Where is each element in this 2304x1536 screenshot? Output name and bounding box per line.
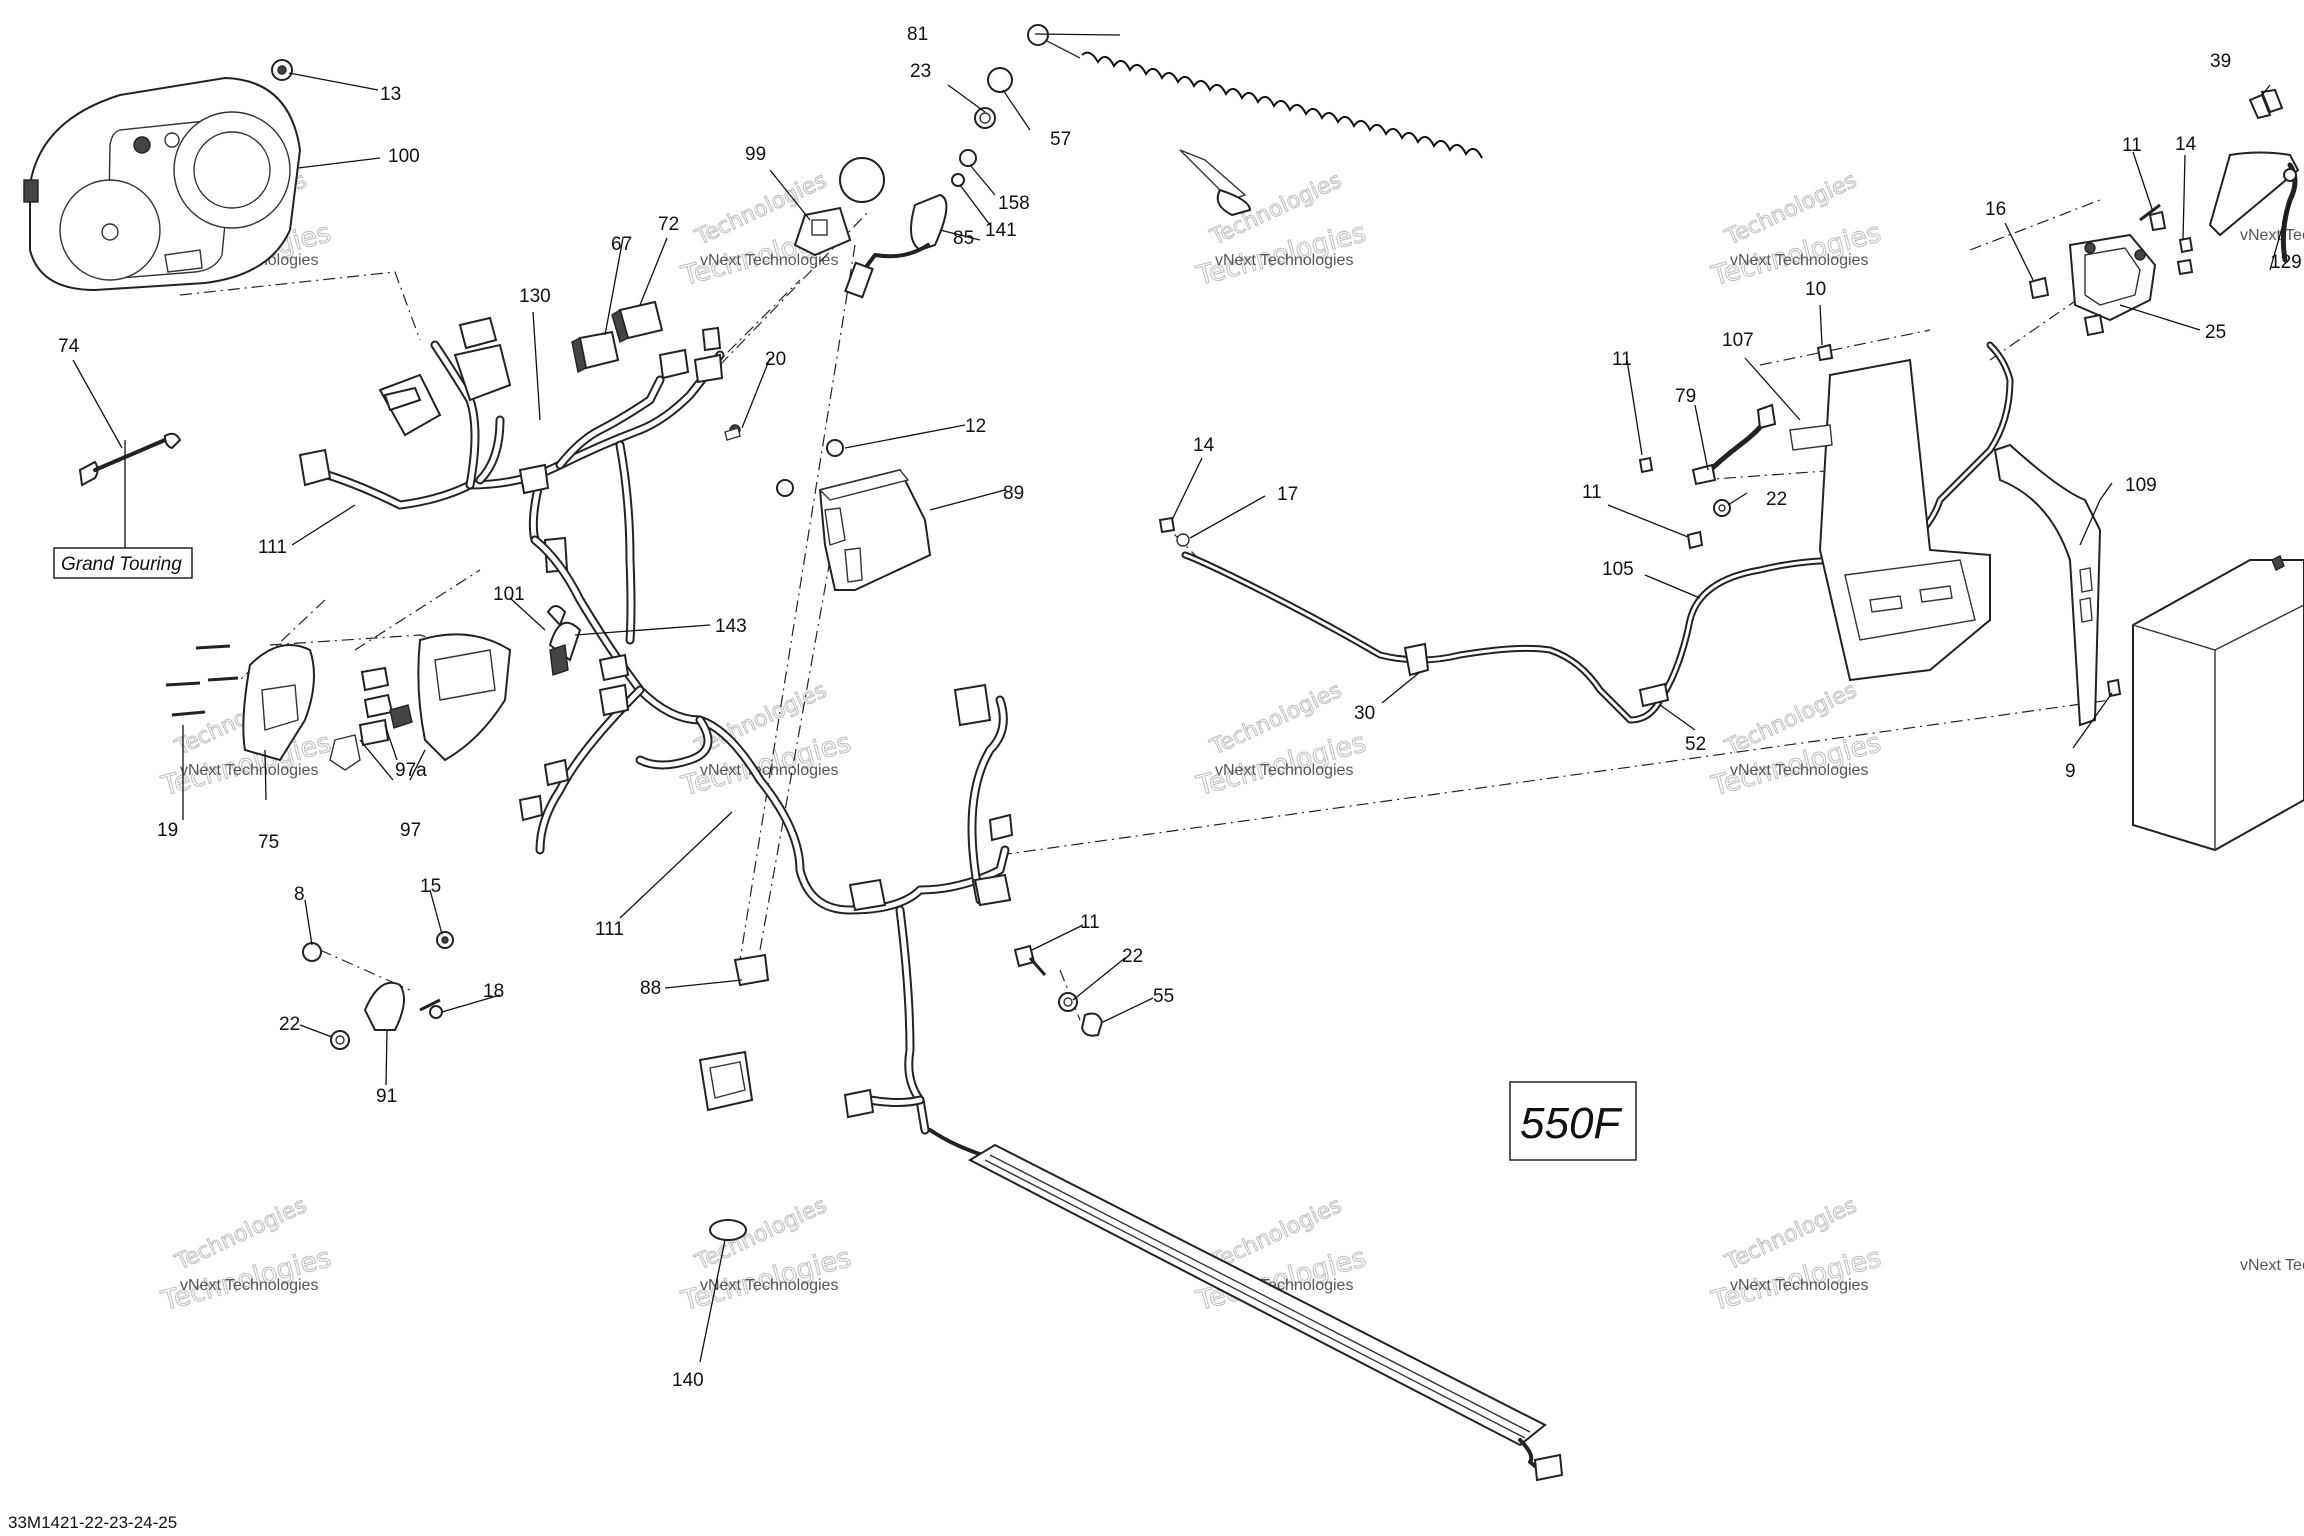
watermark: Technologies Technologies vNext Technolo… (1707, 1193, 1885, 1318)
svg-text:vNext Technologies: vNext Technologies (1730, 1277, 1868, 1294)
callout: 99 (745, 144, 766, 165)
callout: 9 (2065, 761, 2076, 782)
callout: 143 (715, 616, 747, 637)
callouts: 13 100 81 23 57 99 158 141 85 67 72 130 … (58, 24, 2302, 1391)
callout: 12 (965, 416, 986, 437)
callout: 109 (2125, 475, 2157, 496)
callout: 88 (640, 978, 661, 999)
battery-cable (1158, 341, 2014, 724)
callout: 8 (294, 884, 305, 905)
callout: 129 (2270, 252, 2302, 273)
callout: 14 (1193, 435, 1215, 456)
callout: 105 (1602, 559, 1634, 580)
svg-text:vNext Technologies: vNext Technologies (700, 1277, 838, 1294)
watermark: Technologies Technologies vNext Technolo… (1192, 678, 1370, 803)
callout: 11 (1612, 349, 1632, 370)
callout: 111 (258, 537, 287, 558)
callout: 101 (493, 584, 525, 605)
callout: 158 (998, 193, 1030, 214)
callout: 107 (1722, 330, 1754, 351)
relays (571, 300, 741, 441)
watermark: Technologies Technologies vNext Technolo… (1707, 678, 1885, 803)
svg-text:vNext Technologies: vNext Technologies (1215, 252, 1353, 269)
callout: 130 (519, 286, 551, 307)
callout: 52 (1685, 734, 1706, 755)
watermark: Technologies Technologies vNext Technolo… (677, 1193, 855, 1318)
callout: 72 (658, 214, 679, 235)
main-harness-lower (518, 535, 1564, 1482)
callout: 97 (400, 820, 421, 841)
callout: 85 (953, 228, 974, 249)
bracket-109 (1993, 443, 2122, 727)
callout: 39 (2210, 51, 2231, 72)
callout: 11 (1080, 912, 1100, 933)
svg-text:vNext Technologies: vNext Technologies (180, 762, 318, 779)
callout: 22 (279, 1014, 300, 1035)
callout: 16 (1985, 199, 2006, 220)
callout: 11 (2122, 135, 2142, 156)
callout: 141 (985, 220, 1017, 241)
callout: 11 (1582, 482, 1602, 503)
callout: 25 (2205, 322, 2226, 343)
assembly-lines (179, 199, 2121, 1021)
connector-74 (78, 432, 182, 487)
center-fasteners (1013, 944, 1104, 1037)
svg-text:vNext Technologies: vNext Technologies (1730, 252, 1868, 269)
callout: 13 (380, 84, 401, 105)
callout: 10 (1805, 279, 1826, 300)
svg-text:vNext Technologies: vNext Technologies (2240, 227, 2304, 244)
main-harness-upper (298, 316, 725, 645)
svg-text:vNext Technologies: vNext Technologies (2240, 1257, 2304, 1274)
callout: 97a (395, 760, 427, 781)
plug-140 (709, 1219, 747, 1241)
variant-label: Grand Touring (61, 554, 182, 575)
svg-text:vNext Technologies: vNext Technologies (180, 1277, 318, 1294)
model-label: 550F (1520, 1099, 1622, 1148)
instrument-cluster (23, 76, 302, 292)
callout: 140 (672, 1370, 704, 1391)
svg-text:vNext Technologies: vNext Technologies (700, 762, 838, 779)
callout: 75 (258, 832, 279, 853)
callout: 55 (1153, 986, 1174, 1007)
callout: 14 (2175, 134, 2197, 155)
callout: 100 (388, 146, 420, 167)
callout: 89 (1003, 483, 1024, 504)
callout: 81 (907, 24, 928, 45)
svg-text:vNext Technologies: vNext Technologies (1215, 762, 1353, 779)
callout: 17 (1277, 484, 1298, 505)
callout: 18 (483, 981, 504, 1002)
watermark: vNext Technologies (2240, 1257, 2304, 1274)
callout: 67 (611, 234, 632, 255)
safety-lanyard (793, 24, 1483, 299)
callout: 57 (1050, 129, 1071, 150)
nut-13 (271, 59, 293, 81)
callout: 22 (1766, 489, 1787, 510)
callout: 111 (595, 919, 624, 940)
callout: 91 (376, 1086, 397, 1107)
callout: 79 (1675, 386, 1696, 407)
battery (2132, 555, 2304, 852)
watermark: Technologies Technologies vNext Technolo… (157, 1193, 335, 1318)
ground-strap (302, 931, 454, 1050)
diagram-id: 33M1421-22-23-24-25 (8, 1513, 177, 1532)
svg-text:vNext Technologies: vNext Technologies (700, 252, 838, 269)
callout: 20 (765, 349, 786, 370)
variant-label-box: Grand Touring (53, 547, 193, 579)
callout: 19 (157, 820, 178, 841)
handlebar-switch (165, 633, 512, 771)
model-label-box: 550F (1509, 1081, 1637, 1161)
leader-lines (72, 33, 2291, 1363)
starter-solenoid (2028, 88, 2300, 337)
ecu-89 (776, 439, 932, 591)
watermark: vNext Technologies (2240, 227, 2304, 244)
callout: 23 (910, 61, 931, 82)
callout: 22 (1122, 946, 1143, 967)
svg-text:vNext Technologies: vNext Technologies (1730, 762, 1868, 779)
callout: 74 (58, 336, 80, 357)
callout: 30 (1354, 703, 1375, 724)
callout: 15 (420, 876, 441, 897)
battery-box (1638, 343, 1991, 682)
watermark: Technologies Technologies vNext Technolo… (1707, 168, 1885, 293)
